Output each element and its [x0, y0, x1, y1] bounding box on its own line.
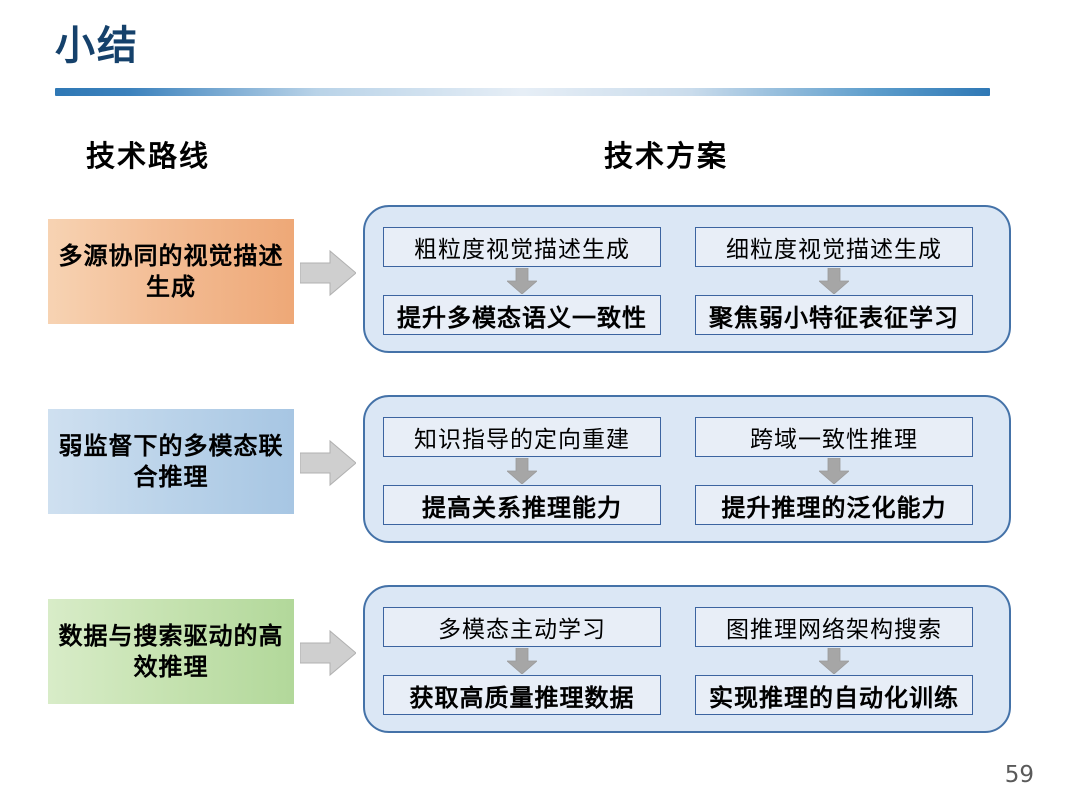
arrow-down-icon [383, 457, 661, 485]
plan-panel: 多模态主动学习 获取高质量推理数据 图推理网络架构搜索 实现推理的自动化训练 [363, 585, 1011, 733]
result-box[interactable]: 提高关系推理能力 [383, 485, 661, 525]
result-box[interactable]: 实现推理的自动化训练 [695, 675, 973, 715]
plan-column: 粗粒度视觉描述生成 提升多模态语义一致性 [383, 227, 661, 335]
content-row: 多源协同的视觉描述生成 粗粒度视觉描述生成 提升多模态语义一致性 细粒度视觉描述… [0, 205, 1066, 365]
arrow-right-icon [300, 439, 356, 487]
arrow-down-icon [383, 267, 661, 295]
result-box[interactable]: 提升推理的泛化能力 [695, 485, 973, 525]
plan-column: 图推理网络架构搜索 实现推理的自动化训练 [695, 607, 973, 715]
result-box[interactable]: 聚焦弱小特征表征学习 [695, 295, 973, 335]
plan-column: 多模态主动学习 获取高质量推理数据 [383, 607, 661, 715]
approach-box[interactable]: 图推理网络架构搜索 [695, 607, 973, 647]
column-header-plan: 技术方案 [604, 139, 729, 173]
arrow-down-icon [695, 647, 973, 675]
approach-box[interactable]: 知识指导的定向重建 [383, 417, 661, 457]
approach-box[interactable]: 跨域一致性推理 [695, 417, 973, 457]
arrow-right-icon [300, 629, 356, 677]
page-number: 59 [1004, 762, 1034, 788]
result-box[interactable]: 提升多模态语义一致性 [383, 295, 661, 335]
category-chip[interactable]: 弱监督下的多模态联合推理 [48, 409, 294, 514]
plan-column: 跨域一致性推理 提升推理的泛化能力 [695, 417, 973, 525]
column-header-route: 技术路线 [86, 139, 211, 173]
plan-panel: 粗粒度视觉描述生成 提升多模态语义一致性 细粒度视觉描述生成 聚焦弱小特征表征学… [363, 205, 1011, 353]
arrow-down-icon [695, 457, 973, 485]
title-underline-rule [55, 88, 990, 96]
arrow-right-icon [300, 249, 356, 297]
page-title: 小结 [55, 23, 139, 69]
content-row: 弱监督下的多模态联合推理 知识指导的定向重建 提高关系推理能力 跨域一致性推理 … [0, 395, 1066, 555]
result-box[interactable]: 获取高质量推理数据 [383, 675, 661, 715]
arrow-down-icon [695, 267, 973, 295]
category-chip[interactable]: 数据与搜索驱动的高效推理 [48, 599, 294, 704]
category-chip[interactable]: 多源协同的视觉描述生成 [48, 219, 294, 324]
content-row: 数据与搜索驱动的高效推理 多模态主动学习 获取高质量推理数据 图推理网络架构搜索… [0, 585, 1066, 745]
arrow-down-icon [383, 647, 661, 675]
plan-panel: 知识指导的定向重建 提高关系推理能力 跨域一致性推理 提升推理的泛化能力 [363, 395, 1011, 543]
approach-box[interactable]: 多模态主动学习 [383, 607, 661, 647]
plan-column: 知识指导的定向重建 提高关系推理能力 [383, 417, 661, 525]
plan-column: 细粒度视觉描述生成 聚焦弱小特征表征学习 [695, 227, 973, 335]
approach-box[interactable]: 粗粒度视觉描述生成 [383, 227, 661, 267]
approach-box[interactable]: 细粒度视觉描述生成 [695, 227, 973, 267]
